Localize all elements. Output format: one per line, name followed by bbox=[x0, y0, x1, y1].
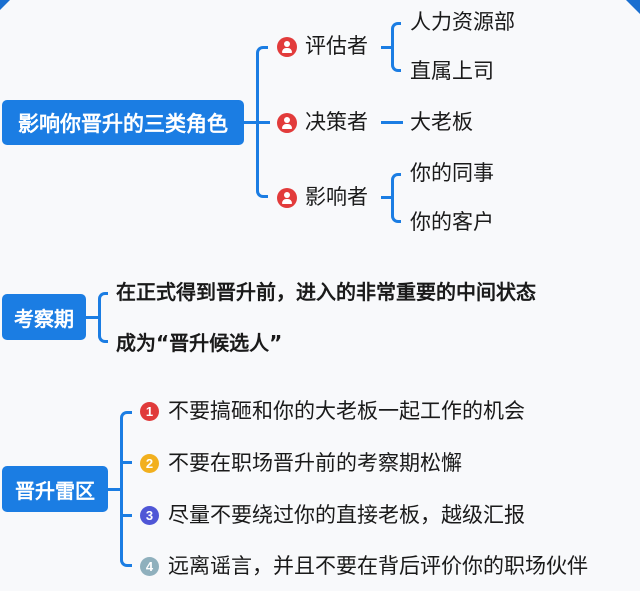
bracket-pitfalls bbox=[120, 411, 132, 567]
number-4-icon: 4 bbox=[140, 557, 159, 576]
topic-promotion-pitfalls[interactable]: 晋升雷区 bbox=[2, 466, 108, 512]
connector bbox=[381, 121, 403, 124]
number-2-icon: 2 bbox=[140, 454, 159, 473]
node-label: 不要搞砸和你的大老板一起工作的机会 bbox=[168, 399, 525, 423]
evaluator-direct-boss[interactable]: 直属上司 bbox=[410, 61, 494, 82]
connector bbox=[381, 196, 393, 199]
person-icon bbox=[277, 36, 297, 57]
node-label: 人力资源部 bbox=[410, 10, 515, 34]
person-icon bbox=[277, 112, 297, 133]
bracket-evaluator bbox=[391, 22, 401, 72]
role-label: 评估者 bbox=[305, 34, 368, 58]
pitfall-item[interactable]: 3 尽量不要绕过你的直接老板，越级汇报 bbox=[140, 505, 525, 526]
corner-decoration bbox=[0, 0, 10, 10]
decision-maker-big-boss[interactable]: 大老板 bbox=[410, 112, 473, 133]
pitfall-item[interactable]: 2 不要在职场晋升前的考察期松懈 bbox=[140, 453, 462, 474]
topic-probation[interactable]: 考察期 bbox=[2, 294, 86, 340]
pitfall-item[interactable]: 1 不要搞砸和你的大老板一起工作的机会 bbox=[140, 401, 525, 422]
connector bbox=[258, 121, 270, 124]
connector bbox=[122, 461, 132, 464]
topic-label: 影响你晋升的三类角色 bbox=[18, 111, 228, 136]
bracket-roles bbox=[256, 46, 268, 198]
role-evaluator[interactable]: 评估者 bbox=[277, 36, 368, 57]
number-1-icon: 1 bbox=[140, 402, 159, 421]
connector bbox=[244, 121, 258, 124]
node-label: 远离谣言，并且不要在背后评价你的职场伙伴 bbox=[168, 554, 588, 578]
node-label: 在正式得到晋升前，进入的非常重要的中间状态 bbox=[116, 280, 536, 304]
bracket-influencer bbox=[391, 173, 401, 223]
node-label: 尽量不要绕过你的直接老板，越级汇报 bbox=[168, 503, 525, 527]
role-label: 决策者 bbox=[305, 110, 368, 134]
topic-three-roles[interactable]: 影响你晋升的三类角色 bbox=[2, 100, 244, 145]
number-3-icon: 3 bbox=[140, 506, 159, 525]
evaluator-hr[interactable]: 人力资源部 bbox=[410, 12, 515, 33]
probation-item[interactable]: 在正式得到晋升前，进入的非常重要的中间状态 bbox=[116, 282, 536, 302]
connector bbox=[381, 46, 393, 49]
role-label: 影响者 bbox=[305, 185, 368, 209]
connector bbox=[108, 488, 122, 491]
node-label: 你的同事 bbox=[410, 161, 494, 185]
pitfall-item[interactable]: 4 远离谣言，并且不要在背后评价你的职场伙伴 bbox=[140, 556, 588, 577]
topic-label: 晋升雷区 bbox=[15, 478, 95, 503]
probation-item[interactable]: 成为“晋升候选人” bbox=[116, 333, 282, 353]
node-label: 不要在职场晋升前的考察期松懈 bbox=[168, 451, 462, 475]
topic-label: 考察期 bbox=[14, 306, 74, 331]
role-influencer[interactable]: 影响者 bbox=[277, 187, 368, 208]
role-decision-maker[interactable]: 决策者 bbox=[277, 112, 368, 133]
bracket-probation bbox=[98, 292, 108, 343]
connector bbox=[86, 316, 100, 319]
influencer-clients[interactable]: 你的客户 bbox=[410, 212, 494, 233]
node-label: 成为“晋升候选人” bbox=[116, 331, 283, 355]
person-icon bbox=[277, 187, 297, 208]
influencer-colleagues[interactable]: 你的同事 bbox=[410, 163, 494, 184]
corner-decoration bbox=[626, 0, 640, 14]
connector bbox=[122, 514, 132, 517]
node-label: 大老板 bbox=[410, 110, 473, 134]
node-label: 你的客户 bbox=[410, 210, 494, 234]
node-label: 直属上司 bbox=[410, 59, 494, 83]
